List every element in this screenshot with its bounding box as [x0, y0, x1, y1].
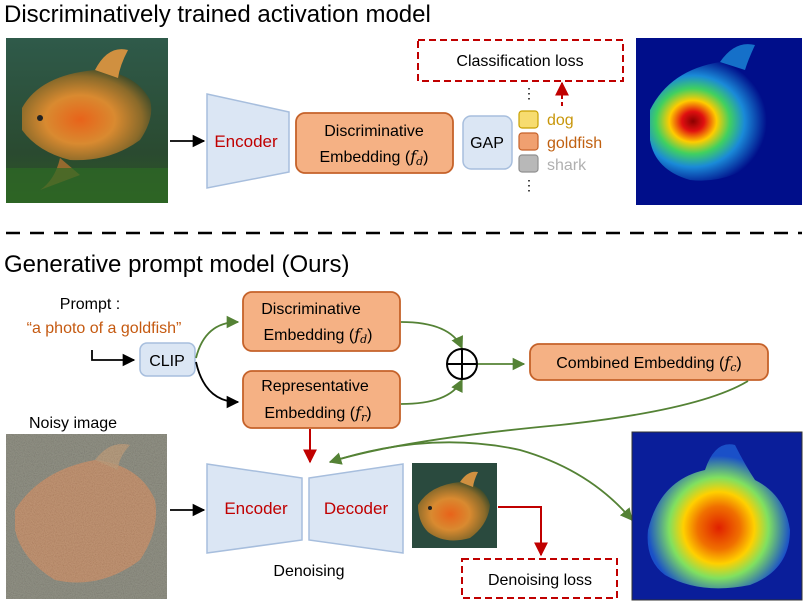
arrow-to-denoising-loss — [498, 506, 548, 557]
gap-label: GAP — [470, 135, 504, 152]
arrow-clip-to-discriminative — [195, 315, 240, 359]
encoder-bottom-label: Encoder — [224, 499, 288, 518]
rep-line1: Representative — [261, 378, 369, 395]
arrow-rep-to-plus — [400, 378, 463, 405]
encoder-top — [206, 93, 290, 189]
noisy-image — [6, 434, 167, 599]
classification-loss-label: Classification loss — [456, 53, 583, 70]
disc-bottom-line2: Embedding (fd) — [263, 325, 372, 346]
encoder-bottom — [206, 463, 303, 554]
ellipsis-bottom: ⋮ — [522, 177, 536, 193]
classification-loss-box — [417, 39, 624, 82]
arrow-prompt-to-clip — [91, 350, 136, 367]
activation-heatmap-top — [636, 38, 802, 205]
prompt-text: “a photo of a goldfish” — [27, 320, 182, 337]
denoised-image — [412, 463, 497, 548]
embedding-top-line1: Discriminative — [324, 123, 424, 140]
rep-line2: Embedding (fr) — [264, 403, 371, 424]
disc-bottom-line1: Discriminative — [261, 301, 361, 318]
arrow-disc-to-plus — [400, 321, 463, 350]
goldfish-photo-top — [6, 38, 168, 203]
activation-heatmap-bottom — [631, 431, 803, 601]
class-box-shark — [518, 154, 539, 173]
class-label-goldfish: goldfish — [547, 135, 602, 152]
class-label-shark: shark — [547, 157, 587, 174]
discriminative-embedding-top — [295, 112, 454, 174]
combined-label: Combined Embedding (fc) — [556, 353, 742, 374]
class-box-dog — [518, 110, 539, 129]
denoising-loss-label: Denoising loss — [488, 572, 592, 589]
combined-embedding — [529, 343, 769, 381]
embedding-top-line2: Embedding (fd) — [319, 147, 428, 168]
noisy-image-label: Noisy image — [29, 415, 117, 432]
class-vector: ⋮ ⋮ dog goldfish shark — [518, 85, 602, 193]
gap-box — [462, 115, 513, 170]
ellipsis-top: ⋮ — [522, 85, 536, 101]
arrow-clip-to-representative — [195, 361, 240, 409]
class-label-dog: dog — [547, 112, 574, 129]
clip-label: CLIP — [149, 353, 185, 370]
encoder-top-label: Encoder — [214, 132, 278, 151]
prompt-label: Prompt : — [60, 296, 120, 313]
top-title: Discriminatively trained activation mode… — [4, 1, 431, 28]
representative-embedding — [242, 370, 401, 429]
bottom-title: Generative prompt model (Ours) — [4, 251, 349, 278]
clip-box — [139, 342, 196, 377]
decoder-label: Decoder — [324, 499, 389, 518]
denoising-label: Denoising — [273, 563, 344, 580]
denoising-loss-box — [461, 558, 618, 599]
decoder — [308, 463, 404, 554]
arrow-to-heatmap-bottom — [329, 441, 633, 521]
class-box-goldfish — [518, 132, 539, 151]
plus-circle — [446, 348, 478, 380]
discriminative-embedding-bottom — [242, 291, 401, 352]
